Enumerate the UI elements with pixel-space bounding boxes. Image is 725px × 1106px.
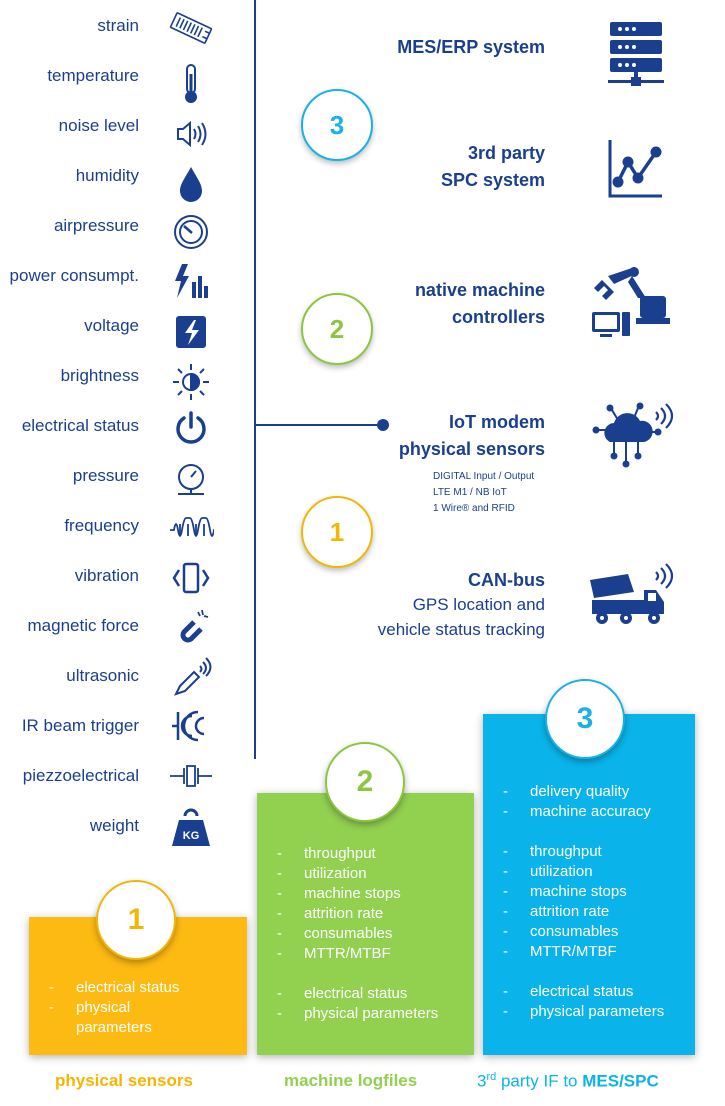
- cloud-network-icon: [588, 400, 680, 480]
- server-icon: [600, 16, 692, 96]
- sensor-label: brightness: [60, 366, 139, 385]
- iot-connector-dot: [377, 419, 389, 431]
- brightness-icon: [168, 362, 214, 402]
- piezo-icon: [168, 756, 214, 796]
- weight-icon: KG: [168, 808, 214, 848]
- ultrasonic-probe-icon: [168, 656, 214, 696]
- svg-text:KG: KG: [183, 830, 200, 842]
- list-item: physical parameters: [257, 1004, 474, 1024]
- layer-circle-3: 3: [301, 89, 373, 161]
- list-spacer: [483, 962, 695, 982]
- box-circle-3: 3: [545, 679, 625, 759]
- water-drop-icon: [168, 164, 214, 204]
- list-item: MTTR/MTBF: [483, 942, 695, 962]
- sensor-label: humidity: [75, 166, 139, 185]
- list-item: attrition rate: [257, 904, 474, 924]
- list-spacer: [257, 964, 474, 984]
- ir-beam-icon: [168, 706, 214, 746]
- list-item: machine stops: [483, 882, 695, 902]
- list-spacer: [483, 822, 695, 842]
- sensor-label: airpressure: [53, 216, 139, 235]
- spc-label: 3rd party SPC system: [440, 143, 545, 190]
- pressure-gauge-icon: [168, 460, 214, 500]
- iot-modem-details: DIGITAL Input / Output LTE M1 / NB IoT 1…: [433, 471, 535, 514]
- sensor-label: weight: [89, 816, 139, 835]
- list-item: throughput: [257, 844, 474, 864]
- list-item: consumables: [257, 924, 474, 944]
- list-item: utilization: [483, 862, 695, 882]
- power-bars-icon: [168, 262, 214, 302]
- list-item: delivery quality: [483, 782, 695, 802]
- gps-tracking-label: GPS location and vehicle status tracking: [377, 595, 545, 639]
- thermometer-icon: [168, 64, 214, 104]
- layer-circle-1: 1: [301, 496, 373, 568]
- list-item: physical: [29, 998, 247, 1018]
- power-button-icon: [168, 408, 214, 448]
- truck-icon: [586, 558, 678, 638]
- list-item: physical parameters: [483, 1002, 695, 1022]
- sensor-label: strain: [97, 16, 139, 35]
- list-item: electrical status: [257, 984, 474, 1004]
- strain-gauge-icon: [168, 8, 214, 48]
- sensor-label: voltage: [84, 316, 139, 335]
- sensor-label: ultrasonic: [66, 666, 139, 685]
- mes-spc-footer: 3rd party IF to MES/SPC: [477, 1071, 659, 1091]
- iot-connector-line: [256, 424, 383, 426]
- list-item: utilization: [257, 864, 474, 884]
- iot-modem-label: IoT modem physical sensors: [398, 412, 545, 459]
- speaker-icon: [168, 114, 214, 154]
- physical-sensors-footer: physical sensors: [55, 1071, 193, 1090]
- sensor-label: magnetic force: [27, 616, 140, 635]
- robot-arm-computer-icon: [588, 262, 680, 342]
- sensor-label: frequency: [64, 516, 139, 535]
- list-item: machine stops: [257, 884, 474, 904]
- sensor-connector-line: [254, 0, 256, 759]
- lightning-icon: [168, 312, 214, 352]
- machine-logfiles-box: throughput utilization machine stops att…: [257, 793, 474, 1055]
- can-bus-label: CAN-bus: [468, 570, 545, 590]
- list-item: electrical status: [483, 982, 695, 1002]
- list-item: throughput: [483, 842, 695, 862]
- box-circle-2: 2: [325, 742, 405, 822]
- sensor-label: piezzoelectrical: [22, 766, 139, 785]
- sensor-label: pressure: [72, 466, 139, 485]
- native-controllers-label: native machine controllers: [414, 280, 545, 327]
- list-item: parameters: [76, 1019, 152, 1036]
- sensor-label: vibration: [74, 566, 139, 585]
- list-item: consumables: [483, 922, 695, 942]
- sensor-label: temperature: [47, 66, 139, 85]
- box-circle-1: 1: [96, 880, 176, 960]
- list-item: MTTR/MTBF: [257, 944, 474, 964]
- list-item: attrition rate: [483, 902, 695, 922]
- sensor-label: IR beam trigger: [21, 716, 139, 735]
- barometer-icon: [168, 212, 214, 252]
- mes-spc-box: delivery quality machine accuracy throug…: [483, 714, 695, 1055]
- vibration-icon: [168, 558, 214, 598]
- magnet-icon: [168, 608, 214, 648]
- mes-erp-label: MES/ERP system: [397, 37, 545, 57]
- list-item: machine accuracy: [483, 802, 695, 822]
- layer-circle-2: 2: [301, 293, 373, 365]
- line-chart-icon: [598, 134, 690, 214]
- sensor-label: electrical status: [21, 416, 139, 435]
- machine-logfiles-footer: machine logfiles: [284, 1071, 418, 1090]
- sensor-label: power consumpt.: [9, 266, 139, 285]
- sensor-label: noise level: [58, 116, 139, 135]
- list-item: electrical status: [29, 978, 247, 998]
- sine-wave-icon: [168, 510, 216, 550]
